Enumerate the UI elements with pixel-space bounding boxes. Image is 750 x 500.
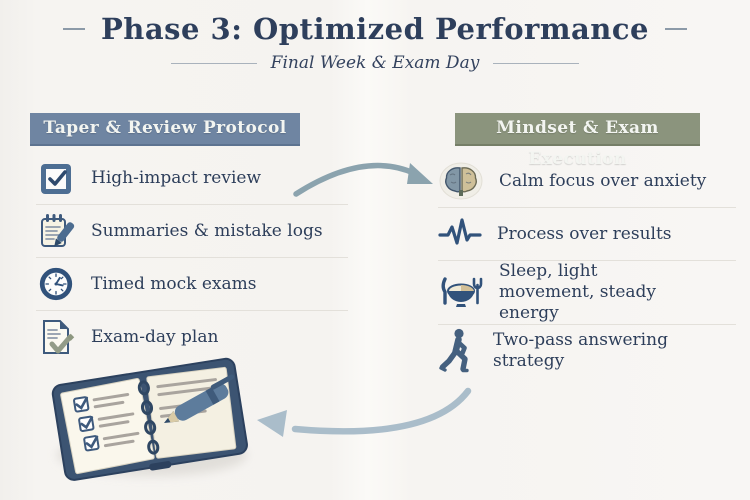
checkbox-icon bbox=[36, 160, 76, 196]
header: Phase 3: Optimized Performance bbox=[0, 12, 750, 46]
document-check-icon bbox=[36, 317, 76, 357]
list-item-label: Exam-day plan bbox=[91, 326, 219, 347]
brain-icon bbox=[438, 160, 484, 202]
column-header-taper-review: Taper & Review Protocol bbox=[30, 113, 300, 146]
list-item: High-impact review bbox=[36, 152, 348, 204]
list-item: Exam-day plan bbox=[36, 310, 348, 363]
list-item: Calm focus over anxiety bbox=[438, 155, 736, 207]
list-item: Summaries & mistake logs bbox=[36, 204, 348, 257]
clock-icon bbox=[36, 265, 76, 303]
subtitle-flourish-left bbox=[170, 62, 257, 64]
list-item-label: Timed mock exams bbox=[91, 273, 257, 294]
list-item: Two-pass answering strategy bbox=[438, 324, 736, 377]
pen-illustration bbox=[164, 374, 235, 423]
list-item-label: Two-pass answering strategy bbox=[493, 330, 668, 371]
page-title: Phase 3: Optimized Performance bbox=[100, 12, 649, 46]
list-item: Sleep, light movement, steady energy bbox=[438, 260, 736, 324]
notepad-pencil-icon bbox=[36, 211, 76, 251]
meal-bowl-icon bbox=[438, 273, 484, 313]
title-flourish-left bbox=[62, 28, 85, 30]
title-flourish-right bbox=[665, 28, 687, 30]
list-item-label: Summaries & mistake logs bbox=[91, 220, 323, 241]
mindset-execution-list: Calm focus over anxiety Process over res… bbox=[438, 155, 736, 377]
list-item-label: Process over results bbox=[497, 223, 672, 244]
walking-person-icon bbox=[438, 327, 478, 375]
subtitle-flourish-right bbox=[493, 62, 580, 64]
column-header-mindset-execution: Mindset & Exam Execution bbox=[455, 113, 700, 169]
list-item: Timed mock exams bbox=[36, 257, 348, 310]
list-item-label: Sleep, light movement, steady energy bbox=[499, 261, 657, 323]
notebook-with-pen-illustration bbox=[51, 357, 248, 481]
heartbeat-icon bbox=[438, 216, 482, 252]
list-item-label: Calm focus over anxiety bbox=[499, 170, 707, 191]
right-to-notebook-arrow bbox=[257, 387, 472, 437]
list-item-label: High-impact review bbox=[91, 167, 262, 188]
page-subtitle: Final Week & Exam Day bbox=[270, 53, 480, 73]
list-item: Process over results bbox=[438, 207, 736, 260]
subheader: Final Week & Exam Day bbox=[0, 53, 750, 73]
taper-review-list: High-impact review Summaries & mistake l… bbox=[36, 152, 348, 363]
